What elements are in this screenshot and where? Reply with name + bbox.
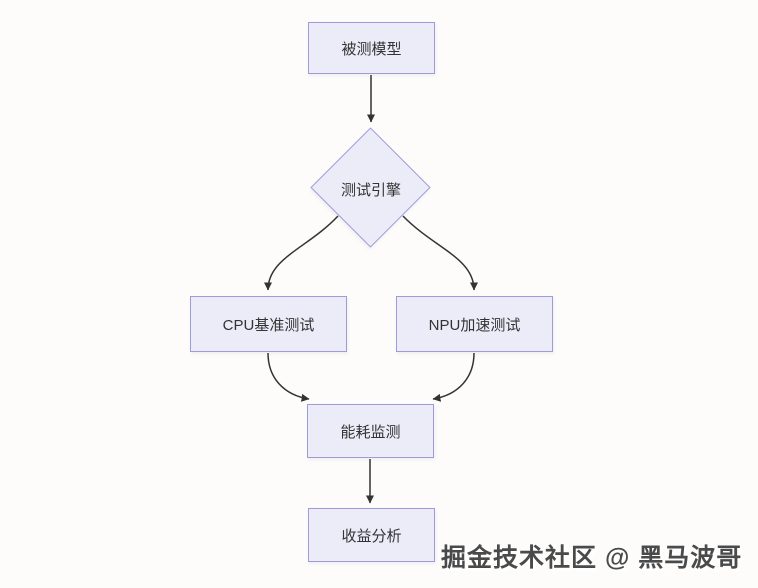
node-energy: 能耗监测: [307, 404, 434, 458]
edge-engine-cpu: [264, 215, 339, 291]
edge-cpu-energy: [267, 352, 310, 402]
watermark: 掘金技术社区 @ 黑马波哥: [441, 544, 743, 572]
node-profit-label: 收益分析: [341, 527, 402, 545]
node-energy-label: 能耗监测: [340, 423, 401, 441]
node-npu-label: NPU加速测试: [428, 316, 521, 334]
node-profit: 收益分析: [308, 508, 435, 562]
node-model: 被测模型: [308, 22, 435, 74]
node-engine: 测试引擎: [311, 179, 431, 200]
edge-engine-npu: [402, 215, 478, 291]
node-cpu-label: CPU基准测试: [222, 316, 315, 334]
node-npu: NPU加速测试: [396, 296, 553, 352]
node-cpu: CPU基准测试: [190, 296, 347, 352]
node-engine-label: 测试引擎: [340, 182, 401, 199]
edge-npu-energy: [432, 352, 475, 402]
node-model-label: 被测模型: [341, 40, 402, 58]
